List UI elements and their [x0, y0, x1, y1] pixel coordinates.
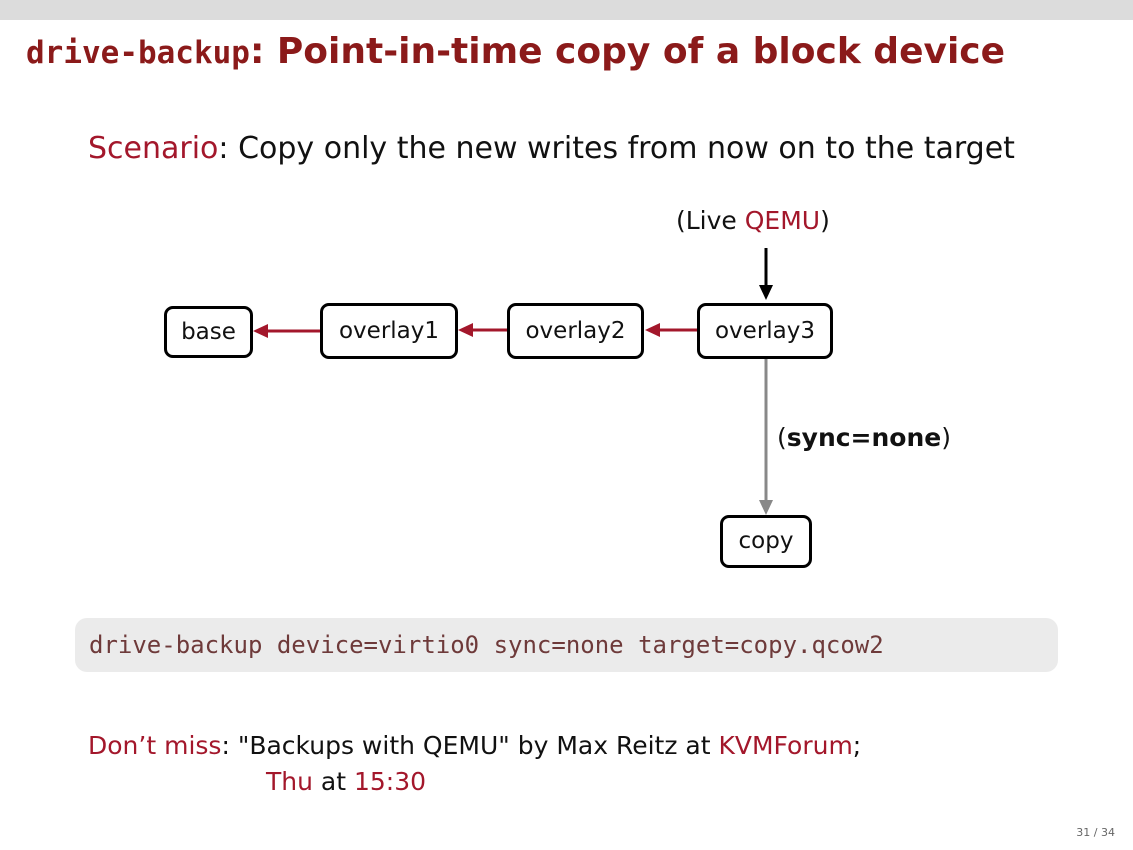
- page-number: 31 / 34: [1076, 826, 1115, 839]
- at-text: at: [312, 767, 354, 796]
- node-overlay2: overlay2: [507, 303, 644, 359]
- live-qemu: QEMU: [744, 206, 821, 235]
- scenario-colon: :: [218, 131, 229, 166]
- dont-miss-label: Don’t miss: [88, 731, 222, 760]
- command-text: drive-backup device=virtio0 sync=none ta…: [89, 631, 884, 659]
- arrowhead-overlay1-base: [253, 324, 268, 338]
- scenario-text: Copy only the new writes from now on to …: [238, 131, 1015, 166]
- node-copy: copy: [720, 515, 812, 568]
- copy-arrowhead: [759, 500, 773, 515]
- sync-value: sync=none: [786, 423, 942, 452]
- top-bar: [0, 0, 1133, 20]
- live-open: (Live: [676, 206, 745, 235]
- live-close: ): [820, 206, 830, 235]
- event-name: KVMForum: [718, 731, 853, 760]
- node-overlay3: overlay3: [697, 303, 833, 359]
- title-text: : Point-in-time copy of a block device: [249, 31, 1006, 72]
- scenario-label: Scenario: [88, 131, 219, 166]
- sync-close: ): [941, 423, 951, 452]
- schedule-line: Thu at 15:30: [266, 764, 426, 800]
- live-arrowhead: [759, 285, 773, 300]
- node-overlay1: overlay1: [320, 303, 458, 359]
- semicolon: ;: [852, 731, 862, 760]
- command-box: drive-backup device=virtio0 sync=none ta…: [75, 618, 1058, 672]
- talk-text: "Backups with QEMU" by Max Reitz at: [229, 731, 719, 760]
- sync-label: (sync=none): [777, 418, 951, 458]
- scenario-line: Scenario: Copy only the new writes from …: [88, 128, 1015, 170]
- dont-miss-line: Don’t miss: "Backups with QEMU" by Max R…: [88, 728, 861, 764]
- dont-miss-colon: :: [221, 731, 230, 760]
- arrowhead-overlay3-overlay2: [645, 323, 660, 337]
- live-qemu-label: (Live QEMU): [676, 201, 830, 241]
- node-base: base: [164, 306, 253, 358]
- sync-open: (: [777, 423, 787, 452]
- talk-time: 15:30: [353, 767, 427, 796]
- talk-day: Thu: [266, 767, 313, 796]
- slide-title: drive-backup: Point-in-time copy of a bl…: [26, 26, 1005, 79]
- arrowhead-overlay2-overlay1: [458, 323, 473, 337]
- title-command: drive-backup: [26, 35, 250, 71]
